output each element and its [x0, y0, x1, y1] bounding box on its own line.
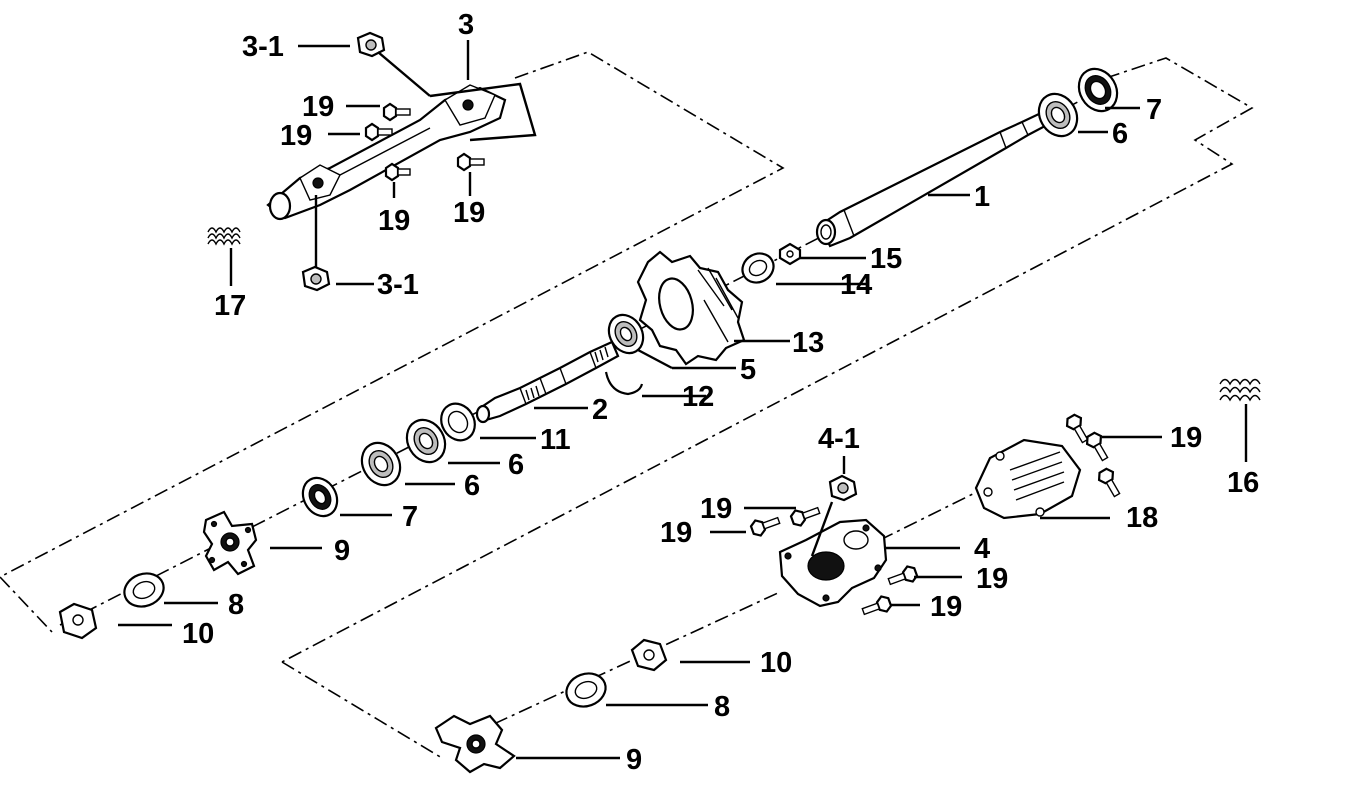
bolt-icons-part-3-area [364, 102, 485, 182]
bearing-part-6-mid-b [360, 441, 402, 487]
callout-19-f: 19 [700, 493, 732, 525]
callout-14: 14 [840, 269, 872, 301]
callout-1: 1 [974, 181, 990, 213]
nut-part-10-bottom [630, 638, 668, 672]
callout-19-i: 19 [930, 591, 962, 623]
washer-part-8-left [123, 572, 165, 608]
callout-12: 12 [682, 381, 714, 413]
bearing-part-6-right [1037, 92, 1079, 138]
leader-lines [118, 40, 1248, 760]
callout-4-1: 4-1 [818, 423, 860, 455]
lock-nut-part-3-1-bottom [301, 265, 331, 292]
callout-3: 3 [458, 9, 474, 41]
callout-10-bottom: 10 [760, 647, 792, 679]
lock-nut-part-4-1 [828, 474, 858, 502]
callout-19-g: 19 [660, 517, 692, 549]
callout-6-mid-a: 6 [508, 449, 524, 481]
callout-13: 13 [792, 327, 824, 359]
callout-17: 17 [214, 290, 246, 322]
callout-19-h: 19 [976, 563, 1008, 595]
cover-part-18 [974, 438, 1082, 520]
callout-8-bottom: 8 [714, 691, 730, 723]
flange-part-9-left [202, 510, 258, 576]
callout-9-bottom: 9 [626, 744, 642, 776]
flange-part-9-bottom [434, 714, 516, 774]
callout-6-mid-b: 6 [464, 470, 480, 502]
callout-7-left: 7 [402, 501, 418, 533]
callout-3-1-bottom: 3-1 [377, 269, 419, 301]
oil-seal-part-7-left [301, 476, 339, 518]
pinion-shaft-part-2 [475, 340, 620, 424]
callout-9-left: 9 [334, 535, 350, 567]
callout-19-b: 19 [280, 120, 312, 152]
washer-part-8-bottom [565, 672, 607, 708]
callout-7-right: 7 [1146, 94, 1162, 126]
washer-part-14 [741, 252, 775, 284]
nut-part-10-left [58, 602, 98, 640]
callout-8-left: 8 [228, 589, 244, 621]
callout-19-e: 19 [1170, 422, 1202, 454]
callout-6-right: 6 [1112, 118, 1128, 150]
output-shaft-part-1 [815, 102, 1066, 248]
callout-4: 4 [974, 533, 990, 565]
spring-part-16 [1219, 378, 1261, 402]
callout-19-c: 19 [378, 205, 410, 237]
callout-16: 16 [1227, 467, 1259, 499]
callout-19-d: 19 [453, 197, 485, 229]
nut-part-15 [778, 242, 802, 266]
callout-3-1-top: 3-1 [242, 31, 284, 63]
callout-15: 15 [870, 243, 902, 275]
callout-11: 11 [540, 424, 571, 456]
bevel-gear-part-13 [636, 250, 746, 366]
shim-part-11 [440, 402, 476, 442]
callout-10-left: 10 [182, 618, 214, 650]
assembly-boundary-lines [0, 51, 1254, 759]
needle-bearing-part-5 [607, 313, 645, 355]
bearing-part-6-mid-a [405, 418, 447, 464]
oil-seal-part-7-right [1077, 67, 1119, 113]
callout-5: 5 [740, 354, 756, 386]
callout-2: 2 [592, 394, 608, 426]
callout-19-a: 19 [302, 91, 334, 123]
bolt-icons-part-18-area [749, 413, 1121, 616]
lock-nut-part-3-1-top [356, 31, 386, 58]
callout-18: 18 [1126, 502, 1158, 534]
spring-part-17 [207, 227, 241, 246]
callout-labels: 3-1 3 19 19 19 19 3-1 17 7 6 1 15 14 13 … [182, 9, 1259, 776]
propeller-shaft-part-3 [266, 84, 507, 221]
circlip-part-12 [604, 371, 644, 396]
front-gear-case-part-4 [778, 518, 888, 608]
